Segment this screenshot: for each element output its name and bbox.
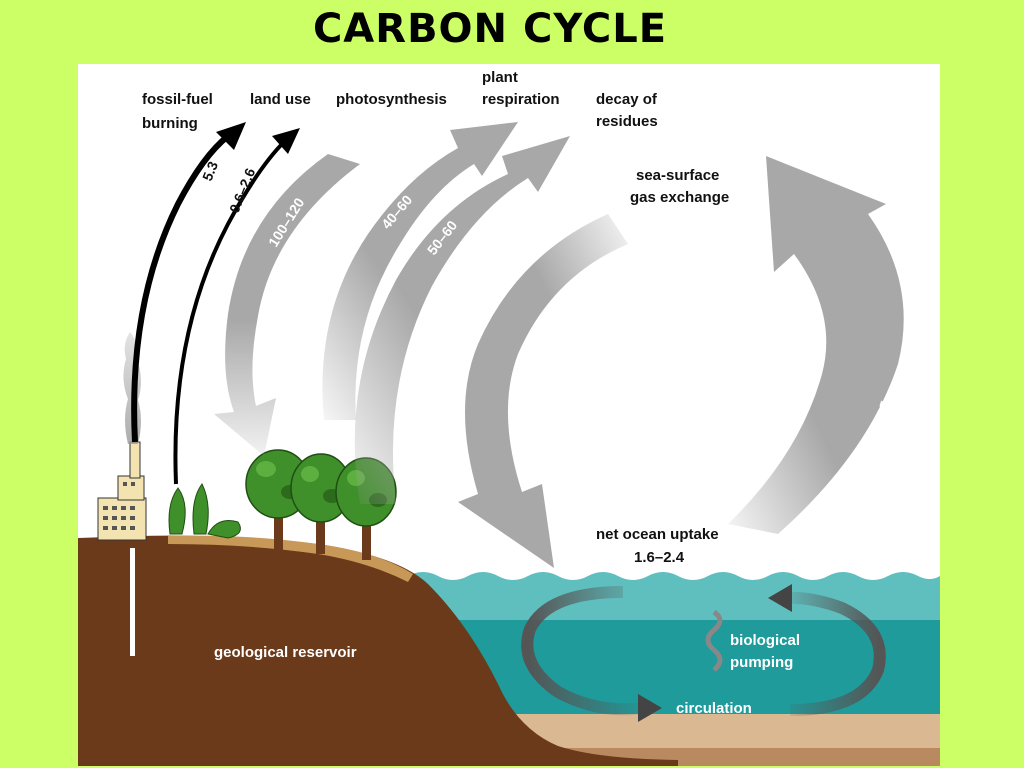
decay-arrow <box>354 136 570 504</box>
label-fossil-fuel: fossil-fuel <box>142 91 213 108</box>
carbon-cycle-diagram: fossil-fuel burning land use photosynthe… <box>78 64 940 766</box>
label-photosynthesis: photosynthesis <box>336 91 447 108</box>
label-gas-exchange: gas exchange <box>630 189 729 206</box>
label-geological-reservoir: geological reservoir <box>214 644 357 661</box>
circulation-loop <box>521 584 886 722</box>
label-respiration: respiration <box>482 91 560 108</box>
biological-pump-icon <box>705 609 723 672</box>
label-net-ocean-uptake: net ocean uptake <box>596 526 719 543</box>
label-land-use: land use <box>250 91 311 108</box>
label-residues: residues <box>596 113 658 130</box>
ocean-up-arrow <box>728 156 904 534</box>
label-biological: biological <box>730 632 800 649</box>
label-sea-surface: sea-surface <box>636 167 719 184</box>
well-pipe <box>130 548 135 656</box>
land-use-arrow <box>173 128 300 485</box>
label-decay: decay of <box>596 91 658 108</box>
plant-icon <box>168 483 241 539</box>
label-fossil-fuel-2: burning <box>142 115 198 132</box>
label-plant: plant <box>482 69 518 86</box>
photosynthesis-arrow <box>214 154 360 456</box>
label-net-ocean-value: 1.6–2.4 <box>634 549 685 566</box>
ocean-down-arrow <box>458 214 628 568</box>
label-circulation: circulation <box>676 700 752 717</box>
factory-icon <box>97 441 147 541</box>
flux-fossil: 5.3 <box>199 159 221 183</box>
label-pumping: pumping <box>730 654 793 671</box>
fossil-fuel-arrow <box>131 122 246 443</box>
page-title: CARBON CYCLE <box>312 6 668 52</box>
land-mass <box>78 535 678 766</box>
plant-respiration-arrow <box>322 122 518 420</box>
